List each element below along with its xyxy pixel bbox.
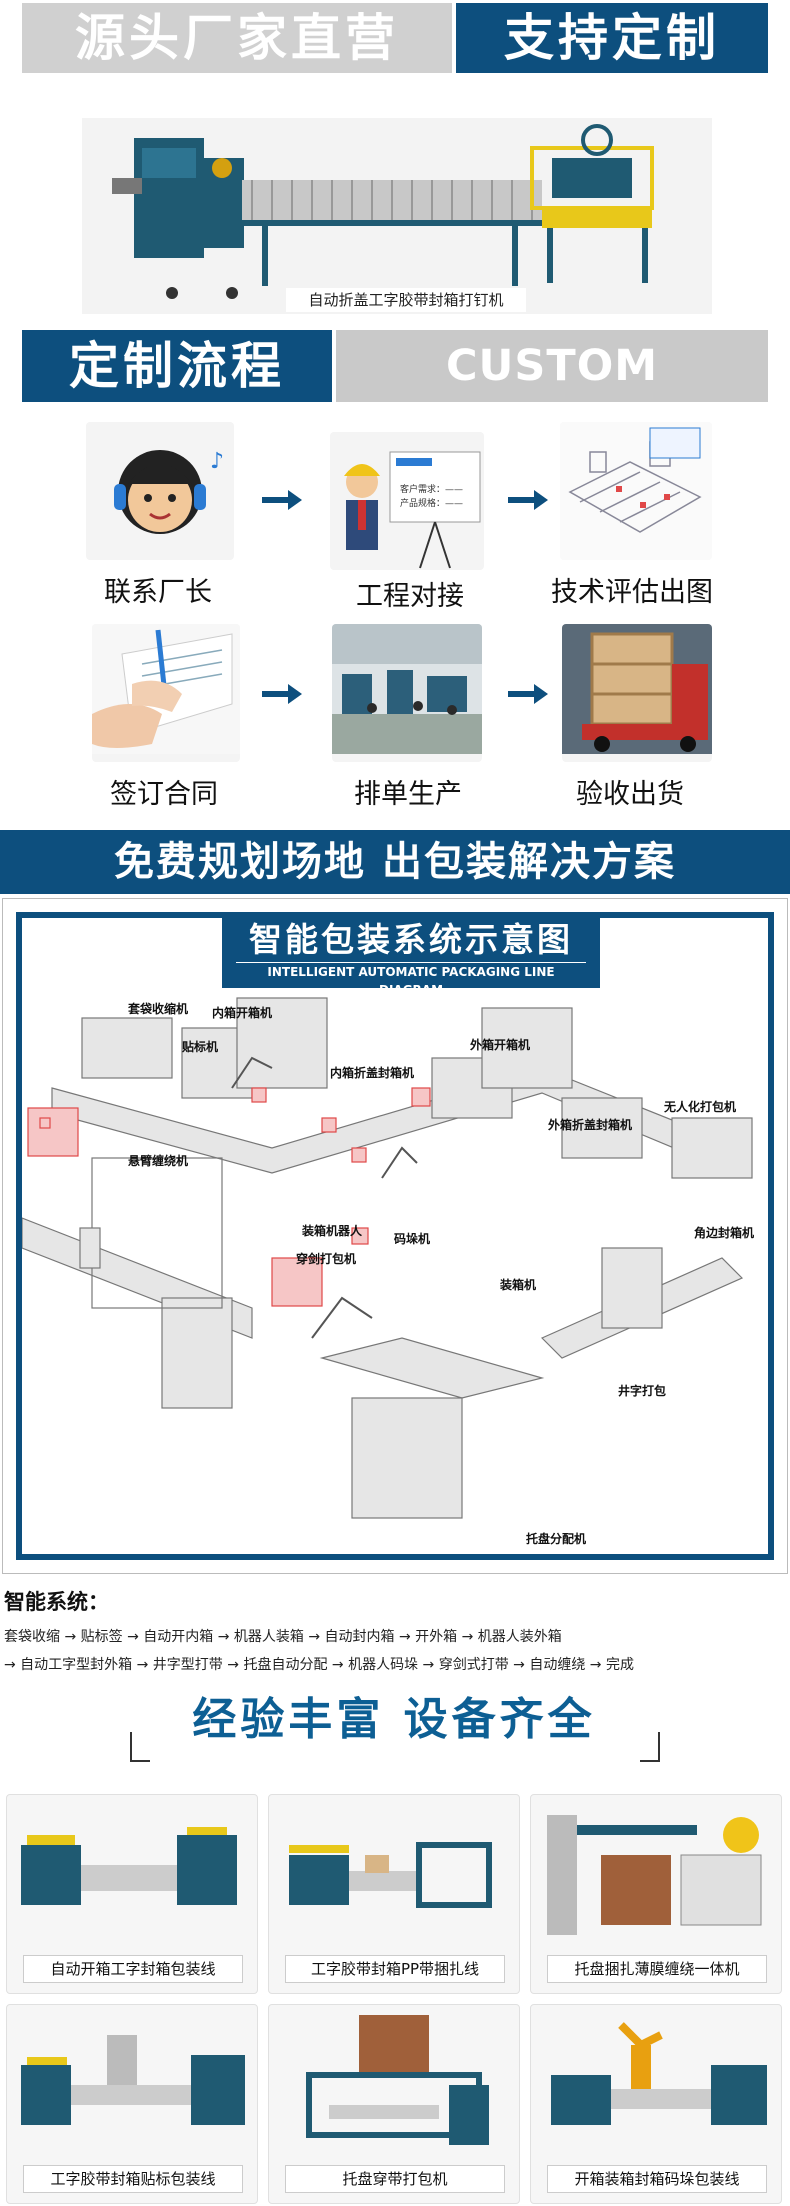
banner-left-title: 源头厂家直营 [22,3,452,73]
label-bag-shrink: 套袋收缩机 [128,1002,189,1016]
product-caption: 自动开箱工字封箱包装线 [23,1955,243,1983]
step-contact-image: ♪ [86,422,234,560]
process-title-cn: 定制流程 [22,330,332,402]
label-arm-wrapper: 悬臂缠绕机 [128,1154,189,1168]
arrow-right-icon [262,490,302,510]
label-outer-erector: 外箱开箱机 [470,1038,531,1052]
hero-caption: 自动折盖工字胶带封箱打钉机 [286,288,526,312]
step-label-contract: 签订合同 [110,779,218,810]
product-line-image [551,2022,767,2125]
label-inner-sealer: 内箱折盖封箱机 [330,1066,415,1080]
label-pallet-dispenser: 托盘分配机 [526,1532,587,1546]
label-labeler: 贴标机 [182,1040,219,1054]
label-case-packer: 装箱机 [500,1278,537,1292]
product-caption: 开箱装箱封箱码垛包装线 [547,2165,767,2193]
arrow-right-icon [508,490,548,510]
step-production-image [332,624,482,762]
step-label-shipping: 验收出货 [576,779,684,810]
process-title-en: CUSTOM PROCESS [336,330,768,463]
bracket-left [130,1732,150,1762]
board-line1: 客户需求：—— [400,483,463,495]
label-auto-strapper: 无人化打包机 [664,1100,737,1114]
smart-system-title: 智能系统： [4,1590,109,1614]
svg-text:♪: ♪ [210,449,224,474]
product-line-image [289,1842,492,1908]
step-contract-image [92,624,240,762]
engineer-board-illustration: 客户需求：—— 产品规格：—— [344,451,481,569]
product-card[interactable]: 开箱装箱封箱码垛包装线 [530,2004,782,2204]
label-sword-strapper: 穿剑打包机 [296,1252,357,1266]
product-line-image [21,1827,237,1905]
planning-banner: 免费规划场地 出包装解决方案 [0,830,790,894]
product-card[interactable]: 自动开箱工字封箱包装线 [6,1794,258,1994]
step-label-contact: 联系厂长 [104,577,212,608]
product-line-image [306,2015,489,2145]
product-card[interactable]: 工字胶带封箱PP带捆扎线 [268,1794,520,1994]
step-label-production: 排单生产 [354,779,462,810]
label-cross-strap: 井字打包 [618,1384,667,1398]
diagram-title-cn: 智能包装系统示意图 [249,920,573,959]
step-shipping-image [562,624,712,762]
product-card[interactable]: 工字胶带封箱贴标包装线 [6,2004,258,2204]
step-label-design: 技术评估出图 [551,577,713,608]
diagram-title-en: INTELLIGENT AUTOMATIC PACKAGING LINE DIA… [236,962,586,999]
factory-floor-photo [332,624,482,754]
diagram-panel [16,912,774,1560]
product-card[interactable]: 托盘捆扎薄膜缠绕一体机 [530,1794,782,1994]
label-inner-erector: 内箱开箱机 [212,1006,273,1020]
product-caption: 托盘捆扎薄膜缠绕一体机 [547,1955,767,1983]
product-caption: 托盘穿带打包机 [285,2165,505,2193]
arrow-right-icon [262,684,302,704]
smart-system-flow-1: 套袋收缩 → 贴标签 → 自动开内箱 → 机器人装箱 → 自动封内箱 → 开外箱… [4,1629,562,1645]
product-card[interactable]: 托盘穿带打包机 [268,2004,520,2204]
label-outer-sealer: 外箱折盖封箱机 [548,1118,633,1132]
label-corner-sealer: 角边封箱机 [694,1226,755,1240]
product-caption: 工字胶带封箱贴标包装线 [23,2165,243,2193]
headset-service-icon: ♪ [114,449,224,534]
arrow-right-icon [508,684,548,704]
label-packing-robot: 装箱机器人 [302,1224,363,1238]
product-line-image [547,1815,762,1935]
diagram-title: 智能包装系统示意图 INTELLIGENT AUTOMATIC PACKAGIN… [222,916,600,997]
board-line2: 产品规格：—— [400,497,463,509]
step-label-engineering: 工程对接 [356,581,464,612]
label-palletizer: 码垛机 [394,1232,431,1246]
product-line-image [21,2035,245,2125]
top-banner: 源头厂家直营 支持定制 [0,0,790,80]
product-caption: 工字胶带封箱PP带捆扎线 [285,1955,505,1983]
smart-system-flow-2: → 自动工字型封外箱 → 井字型打带 → 托盘自动分配 → 机器人码垛 → 穿剑… [4,1657,634,1673]
packaging-line-illustration [22,997,753,1519]
signing-contract-illustration [92,624,240,754]
step-design-image [560,422,712,560]
hero-machine-image [82,118,712,314]
bracket-right [640,1732,660,1762]
layout-drawing-illustration [560,422,712,560]
carton-sealer-illustration [112,124,654,299]
crate-shipping-photo [562,624,712,754]
banner-right-title: 支持定制 [456,3,768,73]
step-engineering-image: 客户需求：—— 产品规格：—— [330,432,484,570]
experience-title: 经验丰富 设备齐全 [192,1694,596,1745]
